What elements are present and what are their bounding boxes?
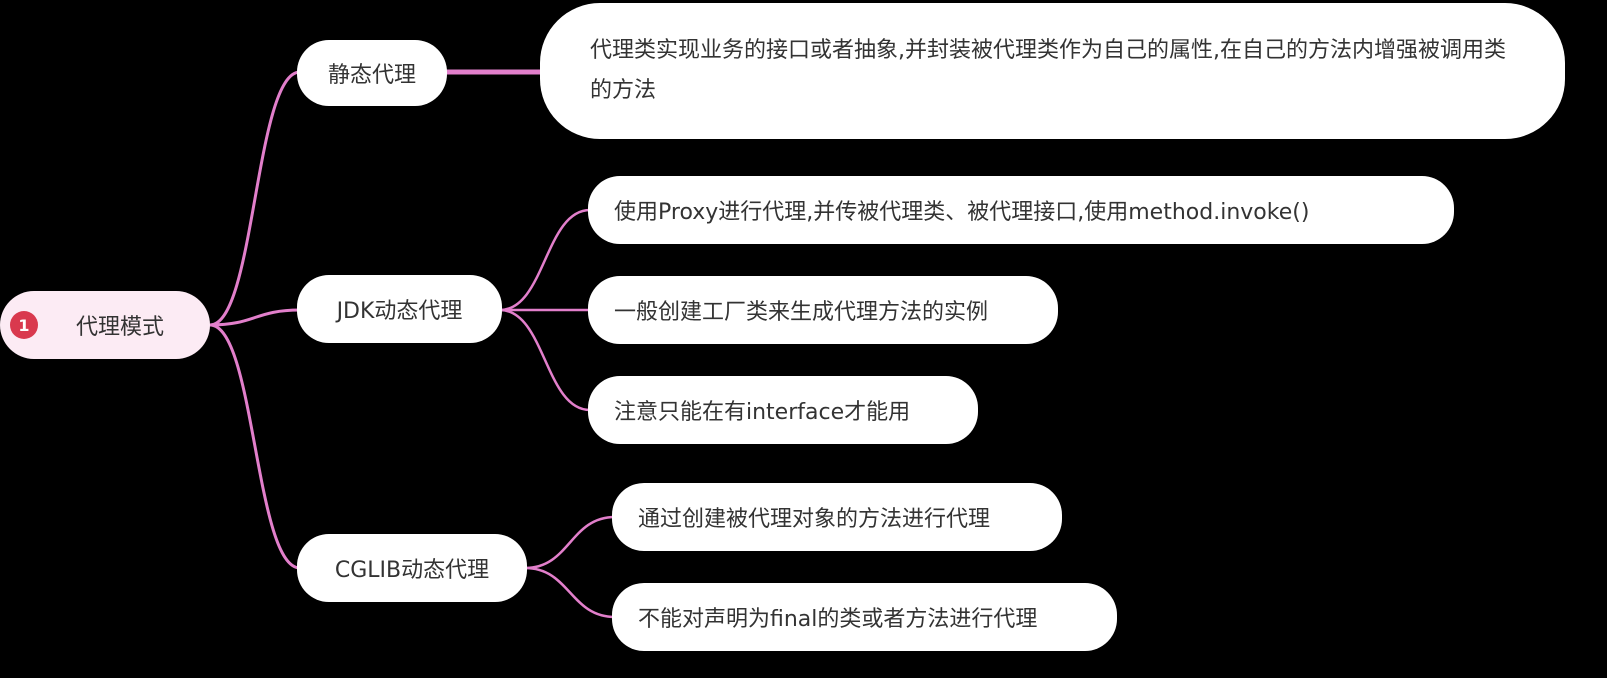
root-node-label: 代理模式 [76, 315, 165, 340]
leaf-jdk-interface-note-text: 注意只能在有interface才能用 [614, 400, 911, 425]
leaf-static-proxy-description[interactable]: 代理类实现业务的接口或者抽象,并封装被代理类作为自己的属性,在自己的方法内增强被… [540, 3, 1565, 139]
branch-cglib-dynamic-proxy[interactable]: CGLIB动态代理 [297, 534, 527, 602]
leaf-cglib-final-note[interactable]: 不能对声明为final的类或者方法进行代理 [612, 583, 1117, 651]
leaf-cglib-final-note-text: 不能对声明为final的类或者方法进行代理 [638, 607, 1038, 632]
leaf-jdk-factory[interactable]: 一般创建工厂类来生成代理方法的实例 [588, 276, 1058, 344]
branch-cglib-dynamic-proxy-label: CGLIB动态代理 [334, 558, 490, 583]
branch-static-proxy-label: 静态代理 [327, 63, 416, 88]
branch-jdk-dynamic-proxy-label: JDK动态代理 [336, 299, 463, 324]
connector-jdk-to-leaf-1 [498, 208, 592, 312]
connector-cglib-to-leaf-1 [523, 515, 617, 570]
connector-root-to-static [208, 70, 302, 327]
connector-cglib-to-leaf-2 [523, 566, 617, 619]
leaf-cglib-method-text: 通过创建被代理对象的方法进行代理 [638, 507, 991, 532]
branch-jdk-dynamic-proxy[interactable]: JDK动态代理 [297, 275, 502, 343]
connector-root-to-jdk [208, 308, 302, 327]
leaf-static-proxy-description-text: 代理类实现业务的接口或者抽象,并封装被代理类作为自己的属性,在自己的方法内增强被… [590, 38, 1506, 103]
leaf-jdk-interface-note[interactable]: 注意只能在有interface才能用 [588, 376, 978, 444]
branch-static-proxy[interactable]: 静态代理 [297, 40, 447, 106]
leaf-jdk-factory-text: 一般创建工厂类来生成代理方法的实例 [614, 300, 989, 325]
leaf-jdk-proxy-usage-text: 使用Proxy进行代理,并传被代理类、被代理接口,使用method.invoke… [614, 200, 1310, 225]
root-node[interactable]: 1 代理模式 [0, 291, 210, 359]
leaf-cglib-method[interactable]: 通过创建被代理对象的方法进行代理 [612, 483, 1062, 551]
leaf-jdk-proxy-usage[interactable]: 使用Proxy进行代理,并传被代理类、被代理接口,使用method.invoke… [588, 176, 1454, 244]
priority-1-badge-icon: 1 [10, 311, 38, 339]
connector-jdk-to-leaf-3 [498, 308, 592, 412]
connector-root-to-cglib [208, 323, 302, 570]
